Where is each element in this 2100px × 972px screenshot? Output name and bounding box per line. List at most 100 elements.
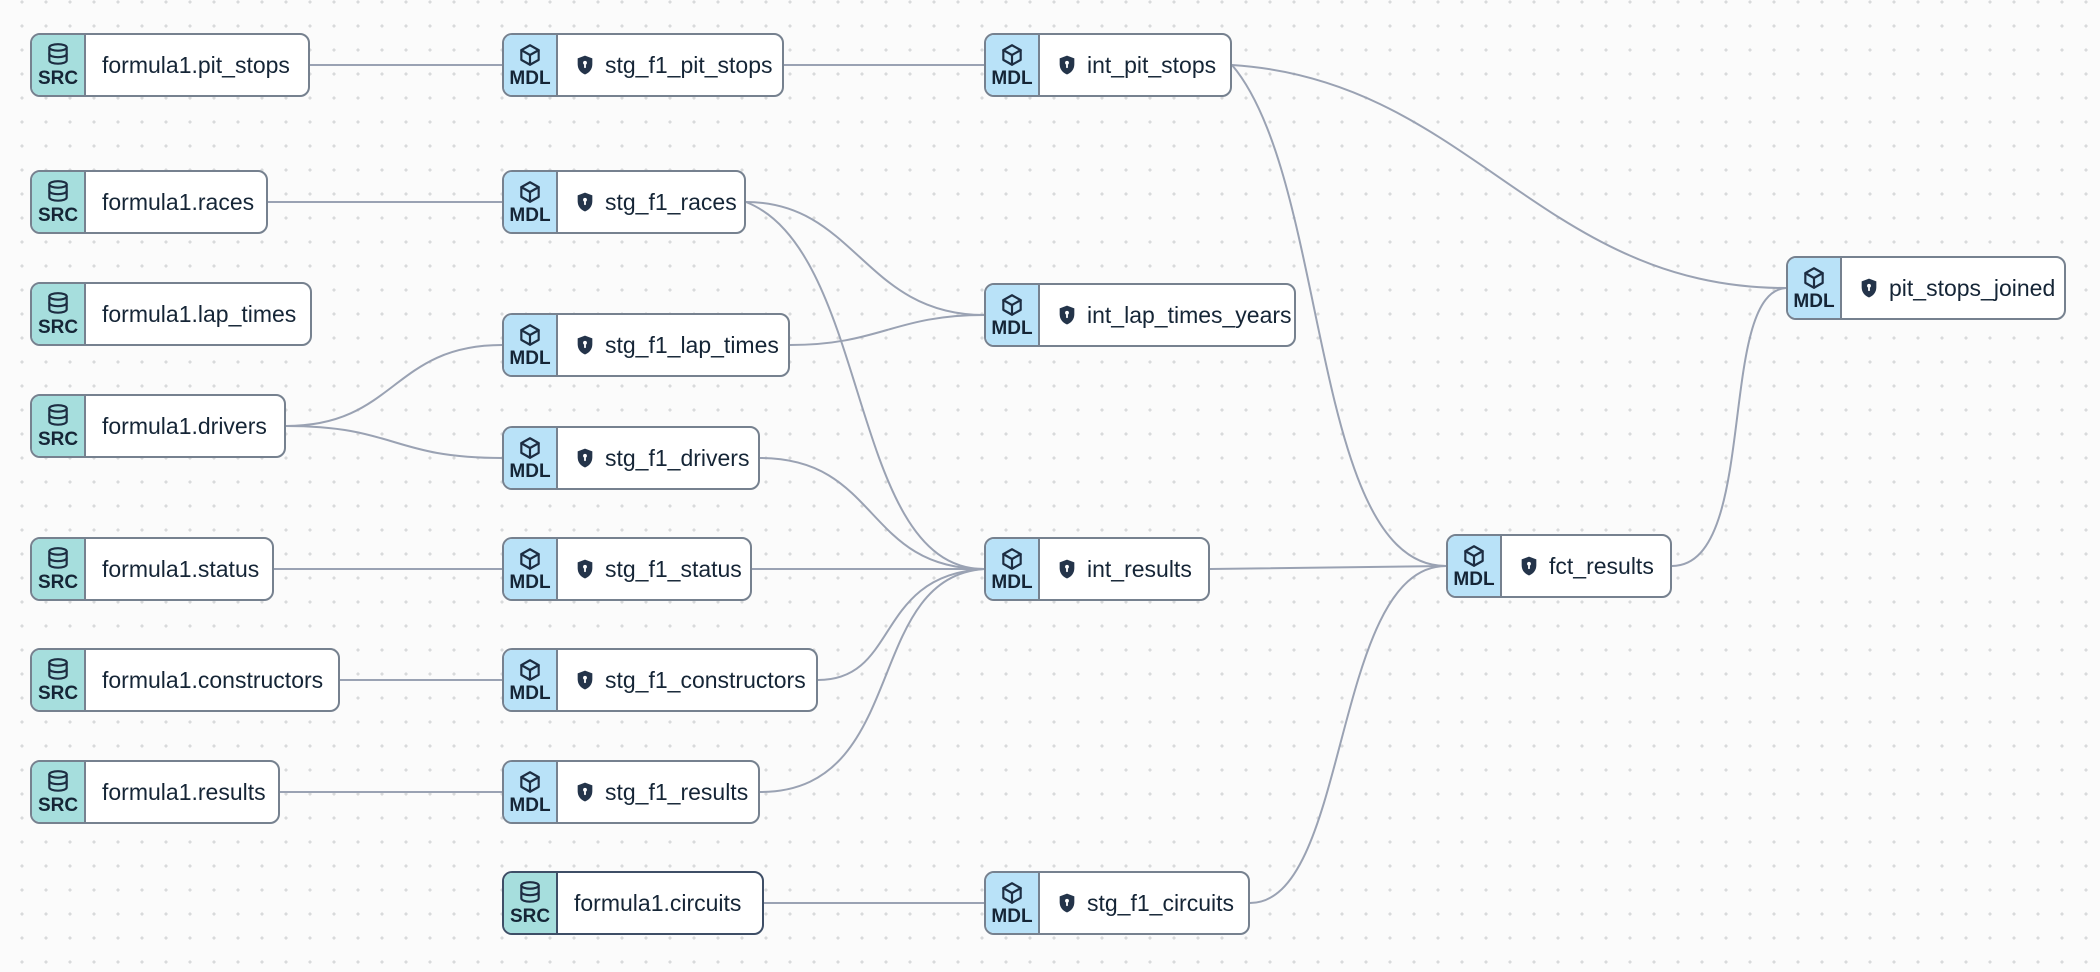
badge-label: SRC [37, 572, 79, 593]
package-icon [1804, 267, 1824, 289]
mdl-badge: MDL [504, 762, 558, 822]
badge-label: SRC [37, 429, 79, 450]
package-icon [520, 659, 540, 681]
badge-label: SRC [37, 68, 79, 89]
node-formula1-drivers[interactable]: SRC formula1.drivers [30, 394, 286, 458]
edge [817, 568, 985, 681]
node-label: stg_f1_results [605, 778, 749, 805]
node-formula1-results[interactable]: SRC formula1.results [30, 760, 280, 824]
src-badge: SRC [32, 539, 86, 599]
database-icon [48, 770, 68, 792]
database-icon [48, 547, 68, 569]
shield-lock-icon [577, 782, 593, 802]
node-label: formula1.drivers [102, 412, 267, 439]
src-badge: SRC [32, 35, 86, 95]
node-int-pit-stops[interactable]: MDL int_pit_stops [984, 33, 1232, 97]
badge-label: MDL [509, 572, 551, 593]
package-icon [1464, 545, 1484, 567]
node-label: stg_f1_status [605, 555, 742, 582]
shield-lock-icon [577, 192, 593, 212]
node-stg-f1-drivers[interactable]: MDL stg_f1_drivers [502, 426, 760, 490]
node-formula1-lap-times[interactable]: SRC formula1.lap_times [30, 282, 312, 346]
database-icon [48, 658, 68, 680]
node-int-lap-times-years[interactable]: MDL int_lap_times_years [984, 283, 1296, 347]
shield-lock-icon [1861, 278, 1877, 298]
node-label: int_lap_times_years [1087, 301, 1292, 328]
node-label: fct_results [1549, 552, 1654, 579]
node-stg-f1-races[interactable]: MDL stg_f1_races [502, 170, 746, 234]
node-label: formula1.constructors [102, 666, 324, 693]
badge-label: SRC [509, 906, 551, 927]
package-icon [1002, 44, 1022, 66]
src-badge: SRC [504, 873, 558, 933]
node-stg-f1-constructors[interactable]: MDL stg_f1_constructors [502, 648, 818, 712]
node-label: formula1.results [102, 778, 266, 805]
database-icon [48, 404, 68, 426]
node-formula1-races[interactable]: SRC formula1.races [30, 170, 268, 234]
package-icon [520, 324, 540, 346]
node-stg-f1-status[interactable]: MDL stg_f1_status [502, 537, 752, 601]
database-icon [48, 43, 68, 65]
badge-label: SRC [37, 205, 79, 226]
mdl-badge: MDL [1788, 258, 1842, 318]
node-label: formula1.lap_times [102, 300, 297, 327]
node-label: formula1.status [102, 555, 260, 582]
node-label: stg_f1_constructors [605, 666, 806, 693]
edge [789, 314, 985, 346]
node-label: stg_f1_pit_stops [605, 51, 773, 78]
edge [745, 201, 985, 316]
node-fct-results[interactable]: MDL fct_results [1446, 534, 1672, 598]
edge [1249, 565, 1447, 904]
src-badge: SRC [32, 284, 86, 344]
database-icon [520, 881, 540, 903]
edge [285, 344, 503, 427]
package-icon [520, 181, 540, 203]
node-stg-f1-pit-stops[interactable]: MDL stg_f1_pit_stops [502, 33, 784, 97]
node-formula1-pit-stops[interactable]: SRC formula1.pit_stops [30, 33, 310, 97]
src-badge: SRC [32, 762, 86, 822]
node-label: stg_f1_drivers [605, 444, 750, 471]
src-badge: SRC [32, 650, 86, 710]
node-int-results[interactable]: MDL int_results [984, 537, 1210, 601]
mdl-badge: MDL [504, 172, 558, 232]
shield-lock-icon [1059, 893, 1075, 913]
node-stg-f1-circuits[interactable]: MDL stg_f1_circuits [984, 871, 1250, 935]
badge-label: MDL [509, 68, 551, 89]
node-label: int_results [1087, 555, 1192, 582]
badge-label: MDL [509, 348, 551, 369]
node-formula1-status[interactable]: SRC formula1.status [30, 537, 274, 601]
edge [285, 425, 503, 459]
src-badge: SRC [32, 396, 86, 456]
mdl-badge: MDL [504, 428, 558, 488]
package-icon [1002, 294, 1022, 316]
edge [745, 201, 985, 570]
badge-label: MDL [991, 572, 1033, 593]
badge-label: MDL [509, 683, 551, 704]
node-stg-f1-results[interactable]: MDL stg_f1_results [502, 760, 760, 824]
shield-lock-icon [1059, 559, 1075, 579]
shield-lock-icon [577, 448, 593, 468]
node-label: formula1.pit_stops [102, 51, 290, 78]
src-badge: SRC [32, 172, 86, 232]
badge-label: MDL [991, 906, 1033, 927]
database-icon [48, 180, 68, 202]
shield-lock-icon [1521, 556, 1537, 576]
badge-label: MDL [509, 205, 551, 226]
badge-label: MDL [1453, 569, 1495, 590]
shield-lock-icon [1059, 305, 1075, 325]
badge-label: MDL [509, 461, 551, 482]
node-formula1-circuits[interactable]: SRC formula1.circuits [502, 871, 764, 935]
node-pit-stops-joined[interactable]: MDL pit_stops_joined [1786, 256, 2066, 320]
mdl-badge: MDL [504, 315, 558, 375]
node-label: stg_f1_lap_times [605, 331, 779, 358]
node-stg-f1-lap-times[interactable]: MDL stg_f1_lap_times [502, 313, 790, 377]
node-formula1-constructors[interactable]: SRC formula1.constructors [30, 648, 340, 712]
mdl-badge: MDL [504, 35, 558, 95]
node-label: pit_stops_joined [1889, 274, 2056, 301]
package-icon [520, 44, 540, 66]
package-icon [520, 437, 540, 459]
shield-lock-icon [577, 55, 593, 75]
badge-label: MDL [991, 68, 1033, 89]
badge-label: MDL [1793, 291, 1835, 312]
